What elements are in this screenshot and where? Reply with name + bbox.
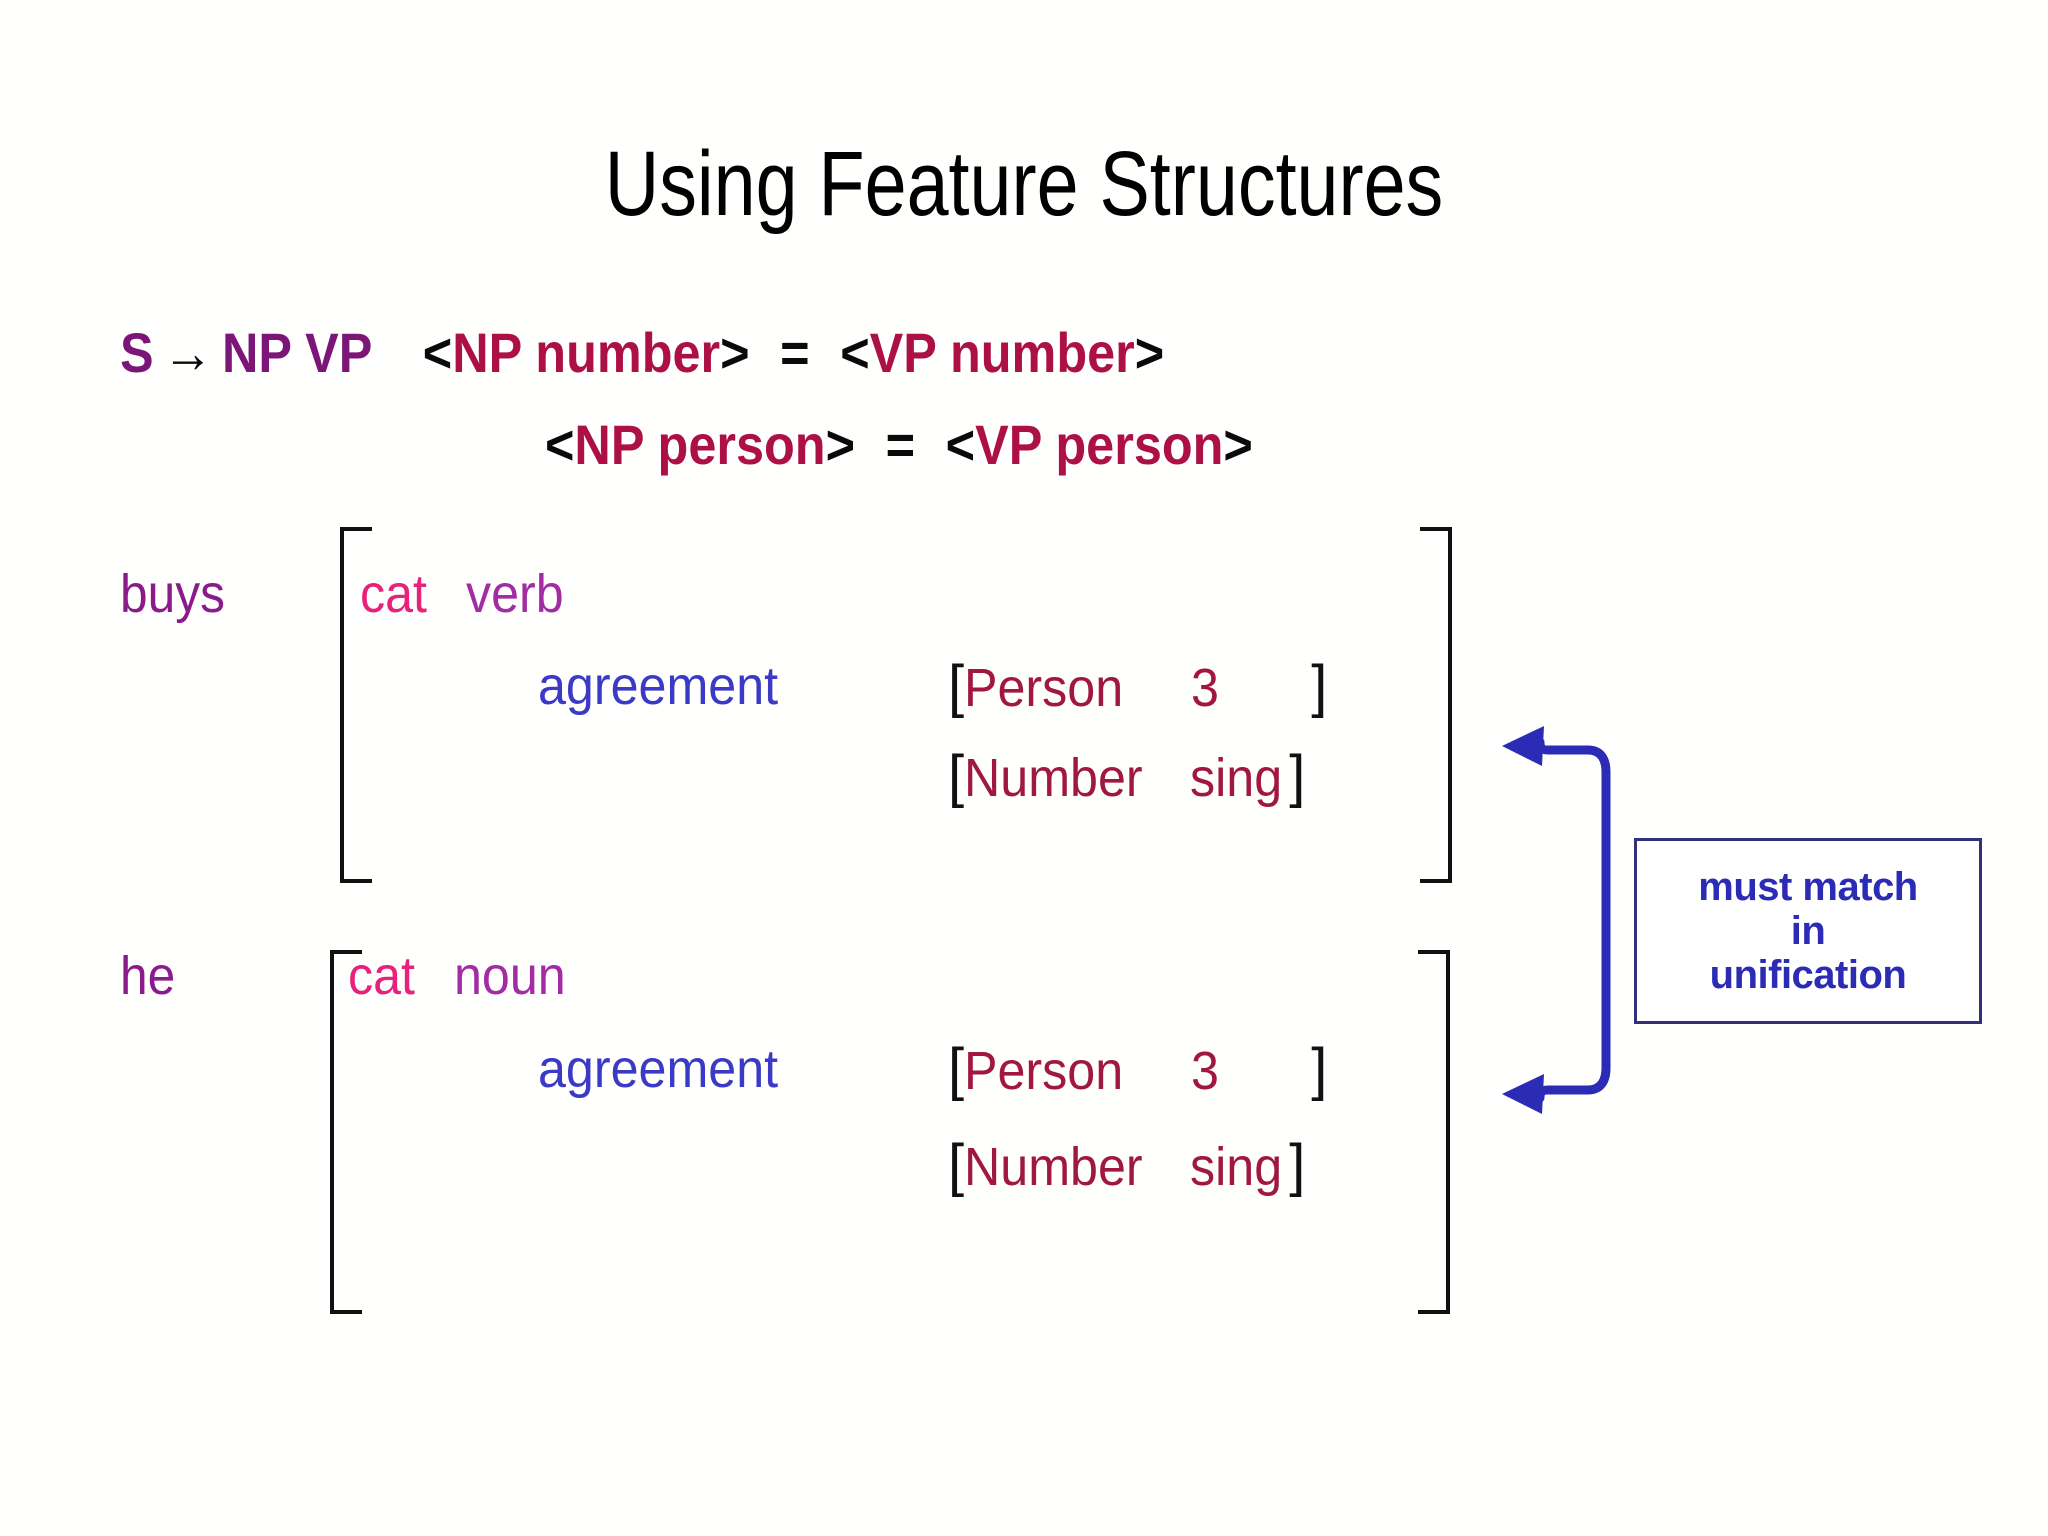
rewrite-arrow-icon: →: [162, 321, 214, 384]
angle-close-4: >: [1223, 413, 1253, 476]
grammar-rule-line-2: <NP person>=<VP person>: [545, 412, 1253, 477]
must-match-double-arrow-icon: [1502, 726, 1611, 1114]
angle-open-3: <: [545, 413, 575, 476]
cat-key-label: cat: [348, 946, 416, 1006]
inner-bracket-open: [: [948, 654, 965, 719]
page-title: Using Feature Structures: [604, 133, 1444, 235]
cat-value-label: verb: [466, 564, 564, 624]
feature-key-number: Number: [964, 748, 1143, 808]
must-match-annotation-box: must match in unification: [1634, 838, 1982, 1024]
annotation-line-1: must match: [1698, 865, 1918, 909]
inner-bracket-close: ]: [1311, 654, 1328, 719]
inner-bracket-close: ]: [1289, 1133, 1306, 1198]
angle-close-1: >: [720, 321, 750, 384]
angle-open-4: <: [945, 413, 976, 476]
fs-bracket-left-buys: [340, 527, 372, 883]
constraint-left-path-1: NP number: [452, 321, 721, 384]
rule-rhs: NP VP: [222, 321, 373, 384]
feature-key-person: Person: [964, 658, 1124, 718]
constraint-equals-1: =: [780, 321, 810, 384]
fs-bracket-right-buys: [1420, 527, 1452, 883]
inner-bracket-close: ]: [1289, 744, 1306, 809]
fs-row-person-he: [Person 3]: [948, 1036, 1327, 1103]
rule-lhs: S: [120, 321, 154, 384]
feature-value-number: sing: [1190, 748, 1283, 808]
angle-open-2: <: [840, 321, 870, 384]
constraint-right-path-1: VP number: [869, 321, 1135, 384]
fs-row-number-buys: [Number sing]: [948, 743, 1305, 810]
fs-row-agreement-he: agreement: [538, 1038, 796, 1100]
cat-key-label: cat: [360, 564, 428, 624]
inner-bracket-open: [: [948, 744, 965, 809]
word-label-buys: buys: [120, 564, 225, 624]
cat-value-label: noun: [454, 946, 566, 1006]
inner-bracket-open: [: [948, 1037, 965, 1102]
feature-value-person: 3: [1191, 1041, 1220, 1101]
fs-bracket-right-he: [1418, 950, 1450, 1314]
feature-key-person: Person: [964, 1041, 1124, 1101]
constraint-equals-2: =: [885, 413, 916, 476]
feature-key-number: Number: [964, 1137, 1143, 1197]
angle-open-1: <: [422, 321, 453, 384]
feature-value-person: 3: [1191, 658, 1220, 718]
fs-row-number-he: [Number sing]: [948, 1132, 1305, 1199]
agreement-key-label: agreement: [538, 1039, 779, 1099]
angle-close-2: >: [1134, 321, 1165, 384]
feature-value-number: sing: [1190, 1137, 1283, 1197]
agreement-key-label: agreement: [538, 656, 779, 716]
angle-close-3: >: [825, 413, 856, 476]
annotation-line-3: unification: [1709, 953, 1907, 997]
fs-row-person-buys: [Person 3]: [948, 653, 1327, 720]
constraint-left-path-2: NP person: [574, 413, 826, 476]
inner-bracket-close: ]: [1311, 1037, 1328, 1102]
fs-row-agreement-buys: agreement: [538, 655, 796, 717]
inner-bracket-open: [: [948, 1133, 965, 1198]
annotation-line-2: in: [1790, 909, 1826, 953]
grammar-rule-line-1: S→NP VP<NP number>=<VP number>: [120, 320, 1164, 385]
constraint-right-path-2: VP person: [975, 413, 1224, 476]
word-label-he: he: [120, 946, 176, 1006]
fs-bracket-left-he: [330, 950, 362, 1314]
